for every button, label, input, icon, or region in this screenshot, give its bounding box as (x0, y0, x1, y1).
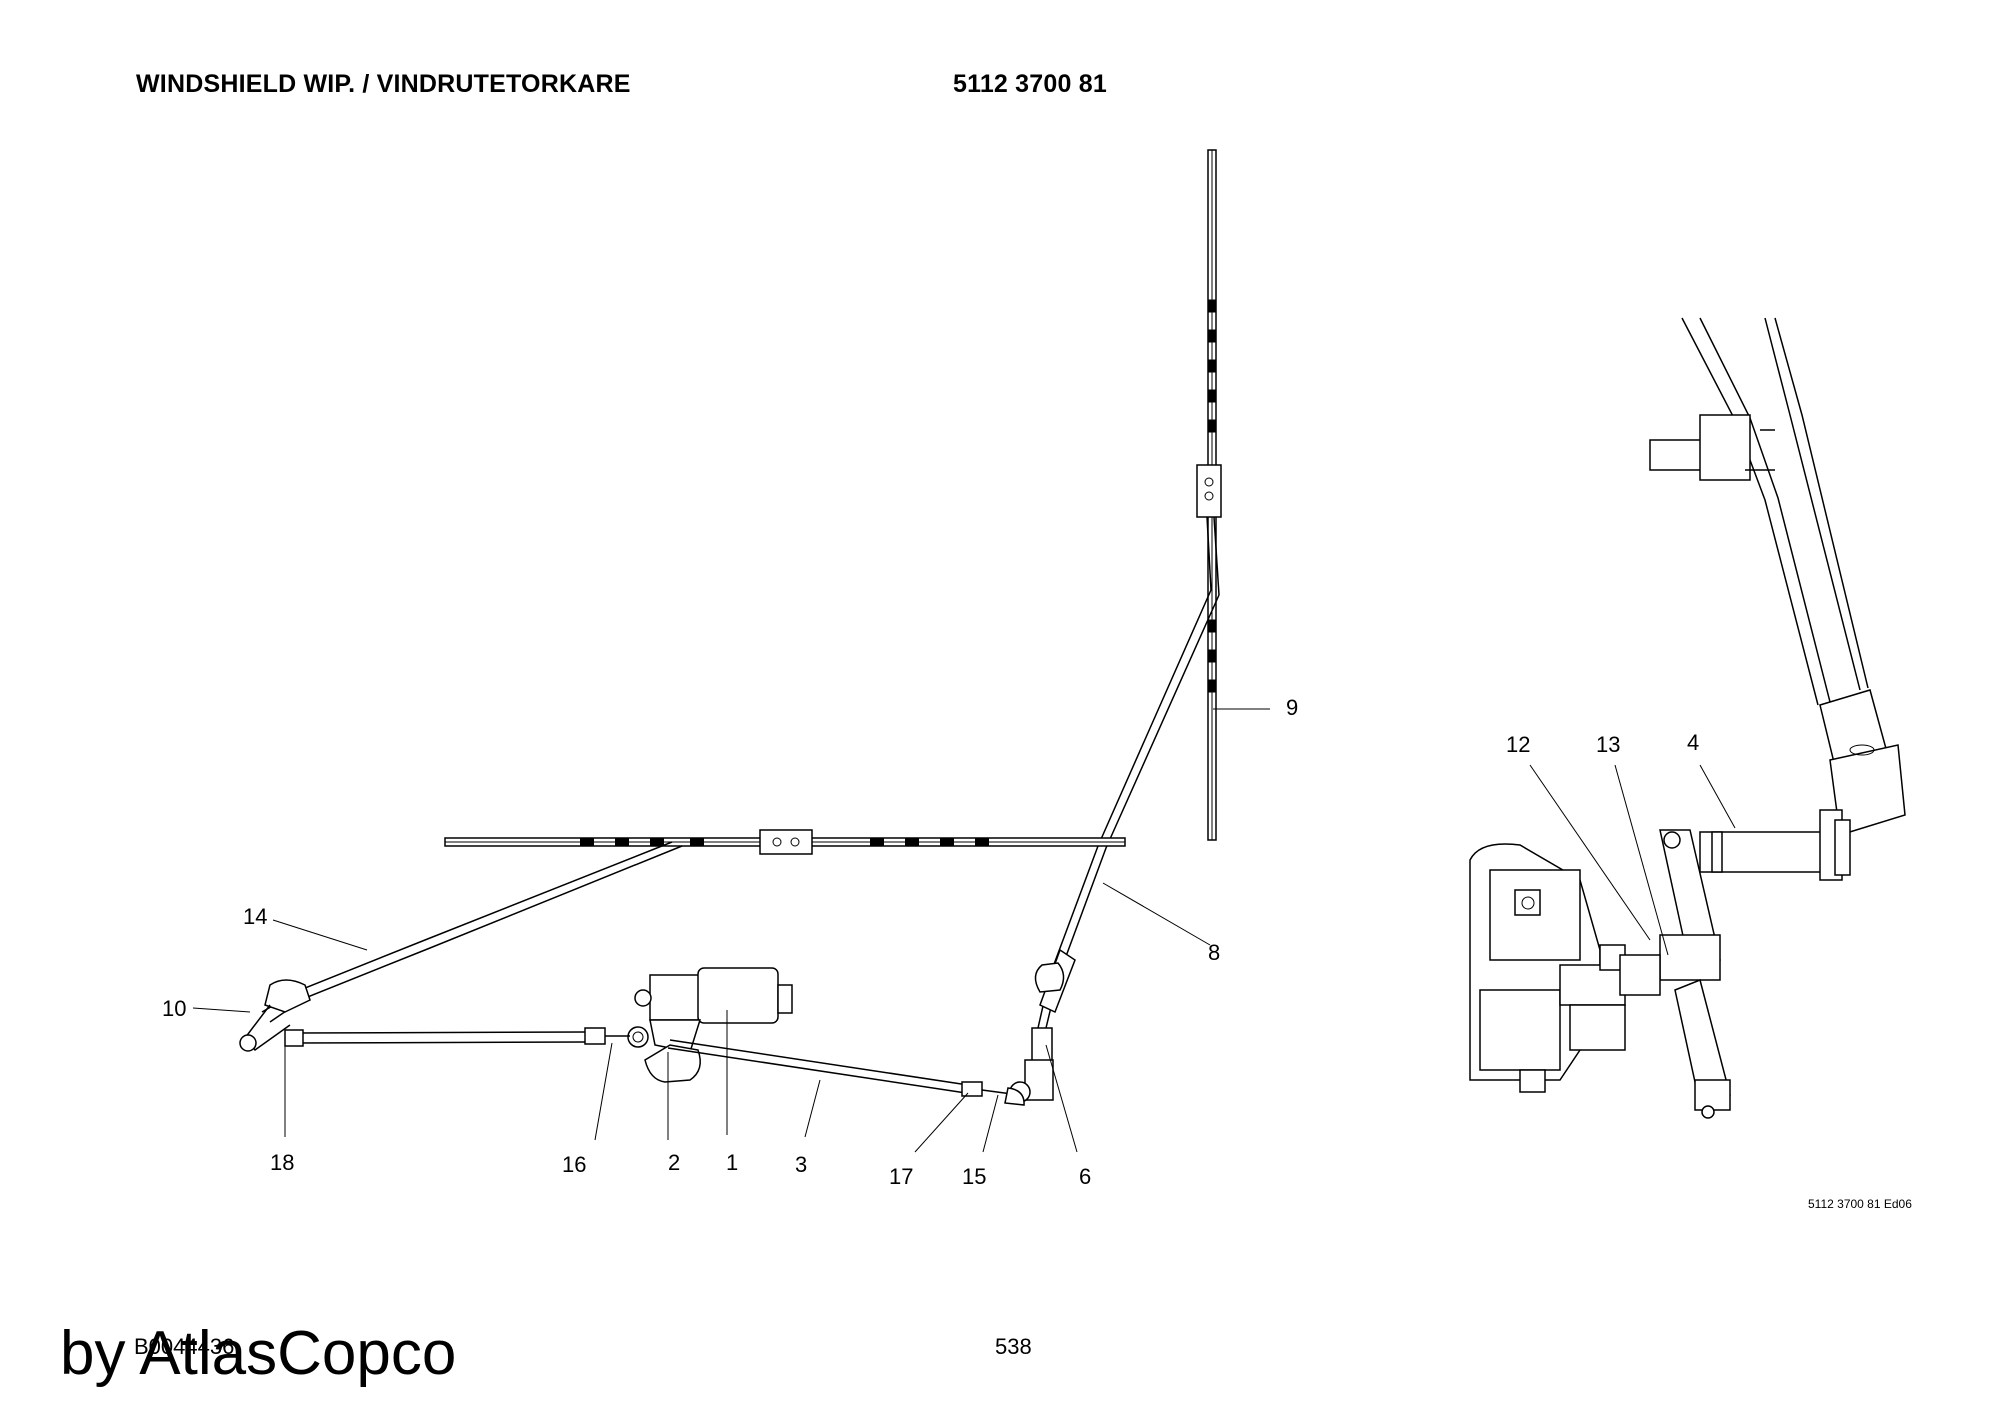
callout-13: 13 (1596, 732, 1620, 757)
page-number: 538 (995, 1334, 1032, 1359)
linkage-rods (284, 1027, 1025, 1106)
watermark: by AtlasCopco (60, 1319, 457, 1388)
callout-12: 12 (1506, 732, 1530, 757)
callout-6: 6 (1079, 1164, 1091, 1189)
vertical-wiper-blade (1196, 149, 1222, 841)
detail-leader-lines (1529, 764, 1736, 956)
callout-14: 14 (243, 904, 267, 929)
callout-17: 17 (889, 1164, 913, 1189)
callout-3: 3 (795, 1152, 807, 1177)
leader-lines (192, 708, 1270, 1153)
detail-shaft (1699, 809, 1851, 881)
callout-1: 1 (726, 1150, 738, 1175)
page-title: WINDSHIELD WIP. / VINDRUTETORKARE (136, 70, 631, 98)
detail-crank-link (1659, 829, 1731, 1119)
callout-4: 4 (1687, 730, 1699, 755)
left-wiper-arm (239, 841, 683, 1052)
callout-16: 16 (562, 1152, 586, 1177)
detail-wiper-arm (1649, 317, 1906, 836)
callout-labels: 9 8 14 10 18 16 2 1 3 17 15 6 12 13 4 (162, 695, 1699, 1189)
callout-18: 18 (270, 1150, 294, 1175)
callout-10: 10 (162, 996, 186, 1021)
right-wiper-arm (1009, 516, 1220, 1103)
detail-motor-gearbox (1469, 843, 1661, 1093)
wiper-motor (627, 967, 793, 1083)
callout-2: 2 (668, 1150, 680, 1175)
revision-label: 5112 3700 81 Ed06 (1808, 1197, 1912, 1211)
callout-9: 9 (1286, 695, 1298, 720)
part-number: 5112 3700 81 (953, 70, 1107, 98)
document-number: B0044436 (134, 1334, 235, 1359)
callout-15: 15 (962, 1164, 986, 1189)
callout-8: 8 (1208, 940, 1220, 965)
horizontal-wiper-blade (444, 829, 1126, 855)
